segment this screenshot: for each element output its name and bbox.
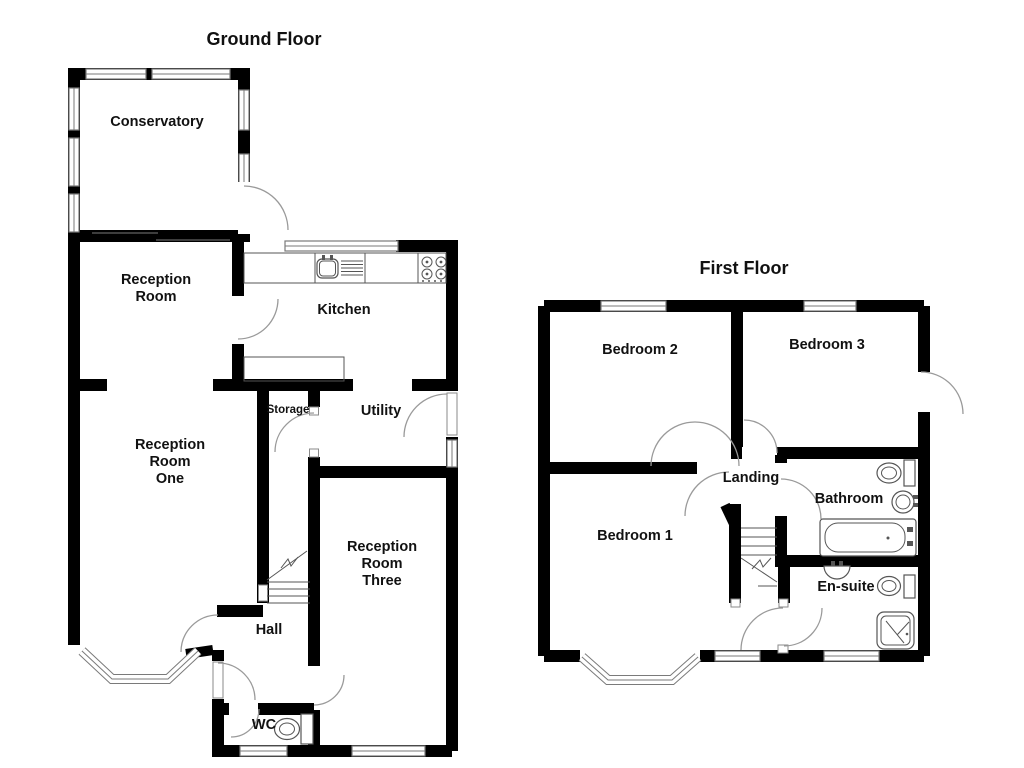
room-label-bedroom1: Bedroom 1 [597,528,673,544]
hob-icon [421,256,447,282]
room-label-bedroom3: Bedroom 3 [789,337,865,353]
hall-door-arc [180,584,268,653]
window-icon [600,300,667,312]
window-icon [803,300,857,312]
stairs-down-icon [740,527,778,587]
window-icon [68,137,80,187]
bathroom-toilet-icon [876,459,916,487]
window-icon [151,68,231,80]
room-label-bedroom2: Bedroom 2 [602,342,678,358]
stairs-up-icon [266,550,310,604]
ensuite-toilet-icon [876,574,916,599]
bedroom1-door-arc [730,598,789,654]
bathroom-basin-icon [891,490,918,514]
first-room-labels: Bedroom 2 Bedroom 3 Landing Bathroom Bed… [597,337,883,595]
window-icon [714,650,761,662]
toilet-icon [273,713,314,745]
bay-window [578,653,702,685]
ground-floor-plan: Ground Floor [68,29,458,757]
shower-icon [876,611,915,650]
room-label-bathroom: Bathroom [815,491,883,507]
bedroom1-landing-door-arc [684,471,730,517]
window-icon [823,650,880,662]
window-icon [68,193,80,233]
utility-door-arc [274,406,319,458]
window-icon [85,68,147,80]
ground-windows [68,68,458,757]
ground-doors [180,182,458,738]
bay-window [78,647,202,684]
first-floor-plan: First Floor [538,258,964,685]
landing-door-arc [694,421,740,467]
window-icon [446,439,458,468]
utility-back-door [403,391,458,438]
window-icon [238,89,250,131]
floor-title-first: First Floor [700,258,789,278]
front-door [212,661,256,701]
room-label-hall: Hall [256,622,283,638]
window-icon [68,87,80,131]
wc-door-arc [230,708,260,738]
first-windows [578,300,880,685]
bathroom-door-arc [780,478,822,520]
first-doors [650,371,964,654]
kitchen-sink-icon [316,255,339,279]
external-door [918,371,964,415]
floor-title-ground: Ground Floor [207,29,322,49]
bedroom2-door-arc [650,421,696,467]
ground-walls [68,68,458,757]
room-label-kitchen: Kitchen [317,302,370,318]
room-label-ensuite: En-suite [817,579,874,595]
ensuite-basin-icon [823,561,851,580]
room-label-storage: Storage [267,404,310,416]
room-label-utility: Utility [361,403,401,419]
window-icon [351,745,426,757]
bedroom3-door-arc [743,419,778,454]
kitchen-counter [243,252,447,382]
conservatory-door [238,182,289,234]
window-icon [284,240,399,252]
window-icon [238,153,250,185]
bathtub-icon [819,518,917,557]
kitchen-door-arc [237,298,279,340]
drainer-icon [341,260,363,276]
ensuite-door-arc [778,598,823,647]
window-icon [239,745,288,757]
step-threshold [92,232,230,241]
room-label-conservatory: Conservatory [110,114,203,130]
room-label-landing: Landing [723,470,779,486]
reception-three-door-arc [313,674,345,706]
room-label-wc: WC [252,717,277,733]
